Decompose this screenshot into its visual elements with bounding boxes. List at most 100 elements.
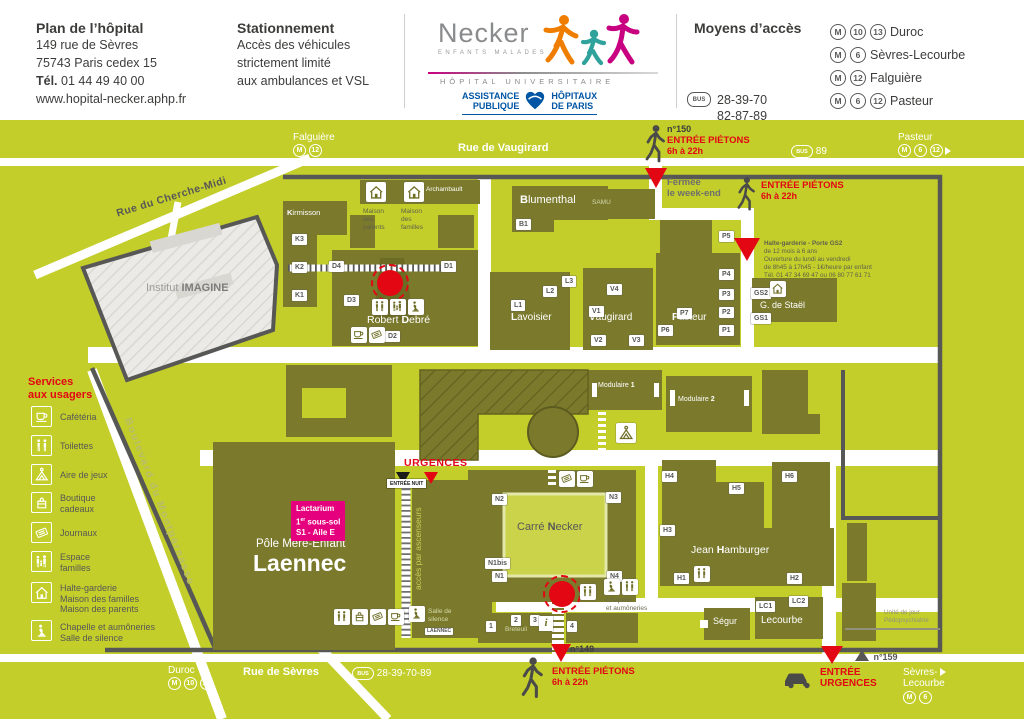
aphp-heart-icon xyxy=(526,91,545,110)
bus-sevres: BUS 28-39-70-89 xyxy=(352,667,431,680)
phone-line: Tél. 01 44 49 40 00 xyxy=(36,74,145,88)
parking-line: aux ambulances et VSL xyxy=(237,74,370,88)
house-icon xyxy=(770,281,786,297)
entree-nuit-chip: ENTRÉE NUIT xyxy=(387,479,427,488)
building-label: Blumenthal xyxy=(520,194,576,206)
building-chip: D2 xyxy=(385,331,400,342)
building-chip: N1bis xyxy=(485,558,511,569)
logo-divider xyxy=(428,72,658,74)
metro-row: M 6 12 Pasteur xyxy=(830,93,965,109)
building-chip: V4 xyxy=(607,284,622,295)
building-label: Archambault xyxy=(426,186,463,193)
building-chip: 3 xyxy=(530,615,540,626)
map-base-layer xyxy=(0,124,1024,719)
metro-row: M 6 Sèvres-Lecourbe xyxy=(830,47,965,63)
pointer-line xyxy=(845,628,940,630)
entrance-149: ENTRÉE PIÉTONS 6h à 22h xyxy=(552,666,635,687)
address-block: Plan de l’hôpital 149 rue de Sèvres 7574… xyxy=(36,20,186,108)
house-icon xyxy=(366,182,386,202)
necker-wordmark: Necker ENFANTS MALADES xyxy=(438,18,548,56)
logo-tagline: HÔPITAL UNIVERSITAIRE xyxy=(440,77,615,86)
building-chip: V1 xyxy=(589,306,604,317)
newspapers-icon xyxy=(559,471,575,487)
family-space-icon xyxy=(390,299,406,315)
building-chip: B1 xyxy=(516,219,531,230)
building-chip: 4 xyxy=(567,621,577,632)
building-label: Breteuil xyxy=(505,626,528,633)
toilets-icon xyxy=(580,584,596,600)
toilets-icon xyxy=(31,435,52,456)
playground-icon xyxy=(31,464,52,485)
building-label: Robert Debré xyxy=(367,314,431,326)
building-chip: L1 xyxy=(511,300,526,311)
toilets-icon xyxy=(694,566,710,582)
metro-icon: M xyxy=(830,47,846,63)
station-duroc: Duroc M 10 13 xyxy=(168,665,213,690)
toilets-icon xyxy=(334,609,350,625)
cafeteria-icon xyxy=(388,609,404,625)
cafeteria-icon xyxy=(577,471,593,487)
metro-line-badge: 12 xyxy=(870,93,886,109)
metro-row: M 12 Falguière xyxy=(830,70,965,86)
building-chip: P2 xyxy=(719,307,734,318)
playground-icon xyxy=(616,423,636,443)
street-label-sevres: Rue de Sèvres xyxy=(243,666,319,678)
bus-numbers: 28-39-70 xyxy=(717,93,768,107)
building-label: Modulaire 1 xyxy=(598,382,635,389)
building-chip: P4 xyxy=(719,269,734,280)
chapel-icon xyxy=(604,579,620,595)
building-chip: D1 xyxy=(441,261,456,272)
access-title: Moyens d’accès xyxy=(694,20,802,36)
lactarium-badge: Lactarium 1er sous-sol S1 - Aile E xyxy=(291,501,346,542)
building-chip: P5 xyxy=(719,231,734,242)
family-space-icon xyxy=(31,551,52,572)
gift-shop-icon xyxy=(31,492,52,513)
divider xyxy=(404,14,405,108)
newspapers-icon xyxy=(31,522,52,543)
building-chip: P3 xyxy=(719,289,734,300)
building-label: Ségur xyxy=(713,616,738,626)
building-chip: LAENNEC xyxy=(425,628,454,635)
metro-line-badge: 10 xyxy=(850,24,866,40)
cafeteria-icon xyxy=(31,406,52,427)
newspapers-icon xyxy=(370,609,386,625)
building-chip: H2 xyxy=(787,573,802,584)
building-chip: N3 xyxy=(606,492,621,503)
legend-item: Cafétéria xyxy=(60,412,97,422)
building-chip: V2 xyxy=(591,335,606,346)
dancing-figures-icon xyxy=(543,14,640,66)
building-chip: D4 xyxy=(329,261,344,272)
chapel-icon xyxy=(408,299,424,315)
entrance-149-number: n°149 xyxy=(570,644,595,654)
info-icon: i xyxy=(539,616,553,631)
building-label: G. de Staël xyxy=(760,300,806,310)
urgences-label: URGENCES xyxy=(404,457,468,469)
building-chip: GS1 xyxy=(751,313,772,324)
parking-block: Stationnement Accès des véhicules strict… xyxy=(237,20,369,90)
metro-line-badge: 13 xyxy=(870,24,886,40)
building-chip: K1 xyxy=(292,290,307,301)
building-chip: GS2 xyxy=(751,288,772,299)
building-chip: P1 xyxy=(719,325,734,336)
parking-line: strictement limité xyxy=(237,56,331,70)
metro-station: Duroc xyxy=(890,25,924,39)
bus-icon: BUS xyxy=(687,92,711,107)
arrow-right-icon xyxy=(940,668,947,677)
access-block: Moyens d’accès xyxy=(694,20,801,36)
building-label: Carré Necker xyxy=(517,521,583,533)
page-title: Plan de l’hôpital xyxy=(36,20,144,36)
metro-line-badge: 6 xyxy=(850,93,866,109)
arrow-right-icon xyxy=(945,146,952,155)
building-chip: H5 xyxy=(729,483,744,494)
building-chip: N4 xyxy=(607,571,622,582)
street-label-vaugirard: Rue de Vaugirard xyxy=(458,142,549,154)
metro-station: Sèvres-Lecourbe xyxy=(870,48,966,62)
legend-item: Journaux xyxy=(60,528,98,538)
laennec-label: Laennec xyxy=(253,550,347,576)
building-chip: D3 xyxy=(344,295,359,306)
